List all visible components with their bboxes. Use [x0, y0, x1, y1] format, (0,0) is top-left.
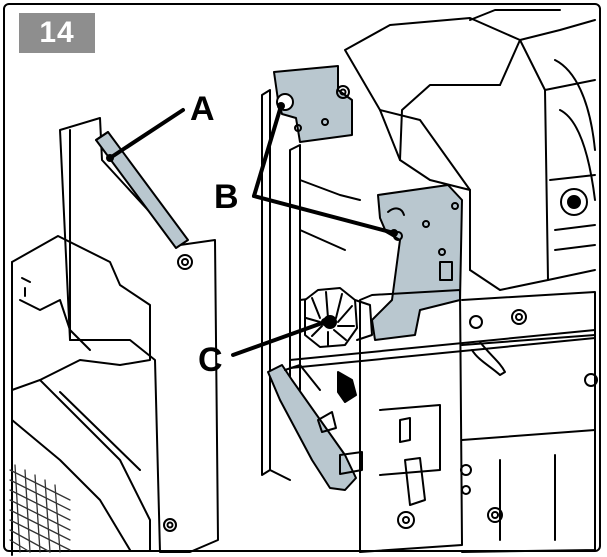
- drive-shaft: [267, 364, 363, 491]
- motor-housing: [344, 9, 596, 291]
- callout-label-b: B: [214, 178, 239, 216]
- callout-label-a: A: [190, 90, 215, 128]
- lower-body: [359, 289, 598, 553]
- middle-frame: [261, 89, 361, 481]
- callout-leader-lines: [108, 104, 396, 357]
- left-support-plate: [59, 117, 219, 553]
- callout-label-c: C: [198, 341, 223, 379]
- bracket-b-upper: [273, 65, 353, 143]
- step-number-badge: 14: [19, 13, 95, 53]
- brush-bristles: [9, 464, 71, 553]
- left-housing: [11, 235, 151, 556]
- gear-c: [304, 287, 373, 348]
- right-frame-detail: [549, 59, 596, 251]
- leader-endpoints: [106, 102, 398, 326]
- leader-c: [231, 320, 327, 357]
- leader-a: [108, 108, 185, 160]
- leader-b-upper: [252, 104, 283, 198]
- leader-b-lower: [252, 194, 396, 235]
- spring-rod: [289, 329, 596, 376]
- bracket-b-lower: [371, 184, 463, 341]
- rod-a: [95, 131, 189, 249]
